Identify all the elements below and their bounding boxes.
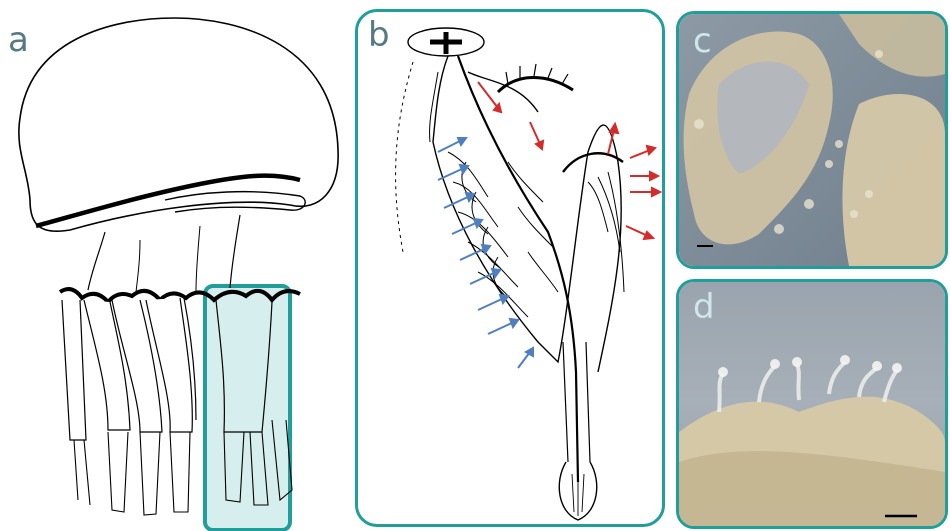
oral-arm-drawing [358,12,662,524]
inflow-arrows [438,138,533,368]
branched-canals [448,152,558,317]
jellyfish-outline-drawing [0,0,345,531]
panel-label-a: a [8,23,29,57]
micrograph-image-c [679,14,945,266]
panel-label-c: c [693,24,712,58]
micrograph-image-d [679,282,945,526]
bell [19,18,338,231]
panel-c-micrograph: c [676,11,948,269]
panel-label-b: b [368,18,390,52]
panel-b-oral-arm-flow-diagram: b [355,9,665,527]
panel-a-jellyfish-drawing: a [0,0,345,531]
highlighted-oral-arm-box [205,286,290,530]
central-canal [458,56,578,482]
panel-d-micrograph: d [676,279,948,529]
panel-label-d: d [693,290,715,324]
